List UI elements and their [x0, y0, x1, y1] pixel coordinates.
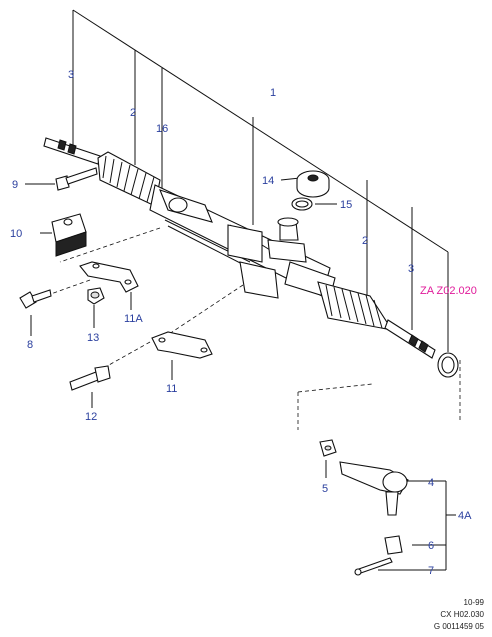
bolt-8	[19, 289, 52, 309]
callout-11a: 11A	[124, 313, 143, 325]
dashed-assembly-lines	[44, 227, 461, 430]
callout-14: 14	[262, 175, 274, 187]
callout-6: 6	[428, 540, 434, 552]
nut-5	[319, 439, 337, 457]
callout-12: 12	[85, 411, 97, 423]
callout-3-left: 3	[68, 69, 74, 81]
callout-3-right: 3	[408, 263, 414, 275]
callout-9: 9	[12, 179, 18, 191]
reference-code: ZA Z02.020	[420, 285, 477, 297]
callout-4a: 4A	[458, 510, 472, 522]
split-pin-7	[354, 557, 393, 576]
callout-labels: 1 2 2 3 3 4 4A 5 6 7 8 9 10 11 11A 12 13…	[10, 69, 477, 577]
callout-2-left: 2	[130, 107, 136, 119]
footer-date: 10-99	[463, 598, 484, 607]
bolt-12	[69, 365, 111, 391]
tie-rod-end	[339, 461, 409, 516]
callout-5: 5	[322, 483, 328, 495]
bolt-9	[55, 167, 98, 191]
pinion-seal	[291, 197, 313, 211]
steering-rack-assembly	[43, 137, 459, 378]
callout-1: 1	[270, 87, 276, 99]
bracket-11a	[79, 261, 139, 293]
clamp-block-10	[51, 213, 87, 257]
callout-10: 10	[10, 228, 22, 240]
pinion-bush	[296, 170, 330, 198]
callout-16: 16	[156, 123, 168, 135]
footer-code: CX H02.030	[440, 610, 484, 619]
callout-15: 15	[340, 199, 352, 211]
leader-lines	[25, 9, 456, 571]
footer-drawing-number: G 0011459 05	[433, 622, 484, 631]
callout-4: 4	[428, 477, 434, 489]
callout-7: 7	[428, 565, 434, 577]
castle-nut-6	[384, 535, 403, 555]
bracket-11	[151, 331, 213, 359]
nut-13	[87, 287, 105, 305]
callout-13: 13	[87, 332, 99, 344]
callout-2-right: 2	[362, 235, 368, 247]
callout-11: 11	[166, 383, 177, 395]
callout-8: 8	[27, 339, 33, 351]
